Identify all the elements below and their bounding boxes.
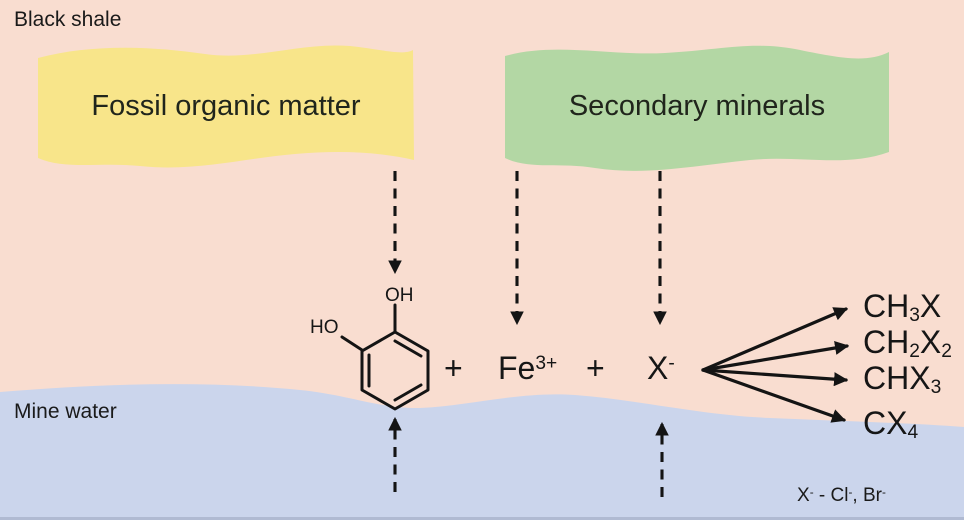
image-bottom-edge [0,517,964,520]
arrow-to-chx3 [701,368,849,387]
product-formula-chx3: CHX3 [863,360,941,397]
product-text: CH [863,288,910,324]
arrow-to-ch3x [701,307,848,372]
minerals-banner-shape [505,45,889,171]
arrow-to-ch2x2 [701,341,850,372]
product-text: CH [863,324,910,360]
product-subscript: 2 [941,340,952,362]
product-text: X [919,324,942,360]
mine-water-region [0,384,964,520]
legend-br-charge: - [881,486,886,500]
legend-x: X [797,485,810,506]
catechol-oh-top-label: OH [385,285,414,306]
iron-symbol: Fe [498,350,536,386]
fossil-organic-matter-banner-label: Fossil organic matter [91,89,361,122]
product-text: CX [863,405,908,441]
arrow-to-cx4 [701,368,846,423]
product-subscript: 2 [909,340,920,362]
halide-charge: - [668,353,675,375]
mine-water-label: Mine water [14,400,117,423]
catechol-ho-left-label: HO [310,317,339,338]
plus-sign-1: + [444,350,463,386]
product-text: CHX [863,360,931,396]
product-subscript: 4 [907,421,919,443]
product-text: X [919,288,942,324]
iron-ion-formula: Fe3+ [498,352,557,384]
iron-charge: 3+ [535,353,558,375]
halide-ion-formula: X- [647,352,675,384]
halide-legend: X- - Cl-, Br- [797,486,886,505]
product-subscript: 3 [909,304,920,326]
plus-sign-2: + [586,350,605,386]
dashed-arrows-group [388,171,669,497]
legend-dash: - [813,485,831,506]
product-formula-cx4: CX4 [863,405,918,442]
product-formula-ch2x2: CH2X2 [863,324,952,361]
legend-cl: Cl [830,485,849,506]
legend-cl-charge: - [848,486,853,500]
legend-comma: , [852,485,863,506]
bond-to-left-hydroxyl [340,335,364,352]
product-formula-ch3x: CH3X [863,288,942,325]
legend-br: Br [862,485,882,506]
catechol-structure [340,303,430,411]
product-arrows-group [701,307,850,423]
product-subscript: 3 [930,376,942,398]
black-shale-label: Black shale [14,8,122,31]
fossil-banner-shape [38,45,414,168]
secondary-minerals-banner-label: Secondary minerals [568,89,826,122]
halide-symbol: X [647,350,669,386]
legend-x-charge: - [809,486,814,500]
benzene-double-bond-bottom-right [393,383,423,402]
benzene-double-bond-top-right [393,339,423,358]
